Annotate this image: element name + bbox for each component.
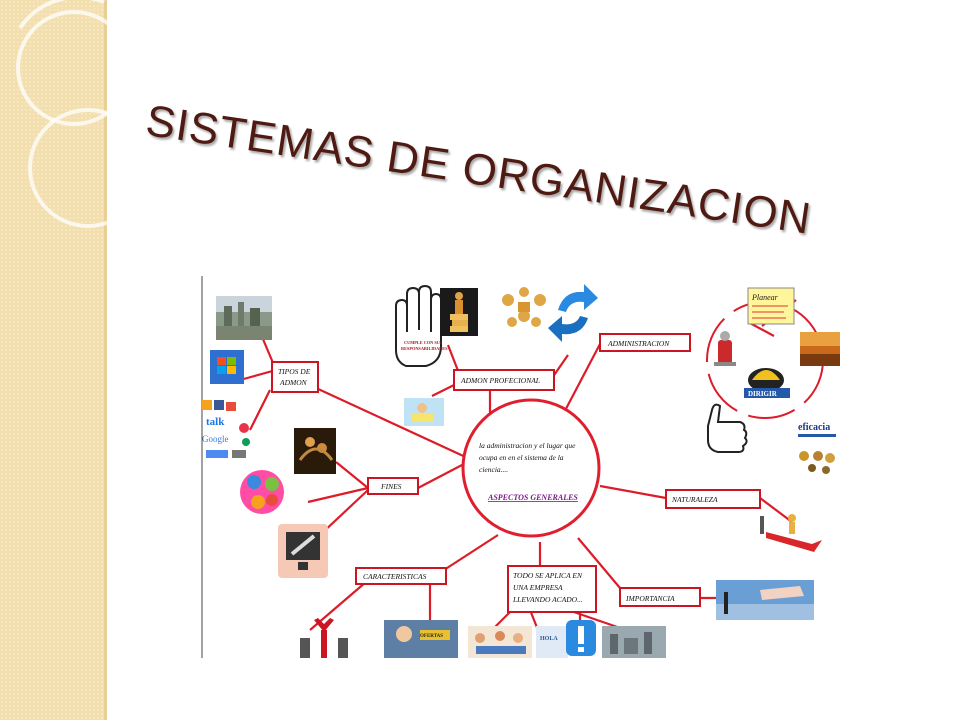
factory-photo (602, 626, 666, 658)
center-text-line-3: ciencia.... (479, 465, 508, 474)
branch-caracteristicas: CARACTERISTICAS (355, 567, 447, 585)
decorative-circles (16, 0, 130, 228)
center-text-line-1: la administracion y el lugar que (479, 441, 576, 450)
branch-naturaleza: NATURALEZA (665, 489, 761, 509)
cumple-text-line-1: CUMPLE CON SUS (404, 340, 443, 345)
svg-text:NATURALEZA: NATURALEZA (671, 495, 718, 504)
reading-child-image (404, 398, 444, 426)
reaching-hands-image (716, 580, 814, 620)
teamwork-gold-figures (502, 287, 546, 327)
sunset-landscape-image (800, 332, 840, 366)
hola-text: HOLA (540, 636, 558, 642)
eficacia-image: eficacia (798, 422, 836, 474)
svg-text:FINES: FINES (380, 482, 402, 491)
ofertas-image: OFERTAS (384, 620, 458, 658)
google-logo-text: Google (202, 434, 229, 444)
branch-administracion: ADMINISTRACION (599, 333, 691, 352)
branch-importancia: IMPORTANCIA (619, 587, 701, 607)
center-text-line-2: ocupa en en el sistema de la (479, 453, 564, 462)
branch-tipos-line-2: ADMON (279, 378, 308, 387)
blue-cycle-arrows-icon (548, 284, 598, 342)
eficacia-text: eficacia (798, 422, 830, 433)
branch-todo-se-aplica: TODO SE APLICA EN UNA EMPRESA LLEVANDO A… (507, 565, 597, 613)
branch-admon-profecional: ADMON PROFECIONAL (453, 369, 555, 391)
social-icons-collage: talk Google (202, 400, 250, 458)
control-lever-icon (714, 331, 736, 366)
dirigir-text: DIRIGIR (748, 390, 778, 398)
branch-todo-line-2: UNA EMPRESA (513, 583, 563, 592)
branch-todo-line-1: TODO SE APLICA EN (513, 571, 583, 580)
hola-speech-image: HOLA (536, 626, 568, 658)
svg-text:IMPORTANCIA: IMPORTANCIA (625, 594, 675, 603)
man-on-coins-image (440, 288, 478, 336)
svg-text:CARACTERISTICAS: CARACTERISTICAS (363, 572, 427, 581)
building-photo (216, 296, 272, 340)
arrow-businessman-image (760, 514, 822, 552)
branch-todo-line-3: LLEVANDO ACADO... (512, 595, 583, 604)
mind-map-diagram: la administracion y el lugar que ocupa e… (201, 276, 840, 658)
central-node: la administracion y el lugar que ocupa e… (461, 398, 601, 538)
slide-title: SISTEMAS DE ORGANIZACION (142, 96, 815, 244)
dirigir-icon: DIRIGIR (744, 368, 790, 398)
colorful-people-circle (240, 470, 284, 514)
windows-logo-icon (210, 350, 244, 384)
planear-note-image: Planear (747, 287, 795, 325)
monitor-tools-icon (278, 524, 328, 578)
side-divider (104, 0, 107, 720)
center-subtitle: ASPECTOS GENERALES (487, 493, 578, 502)
svg-text:ADMON PROFECIONAL: ADMON PROFECIONAL (460, 376, 540, 385)
exclamation-icon (566, 620, 596, 656)
planear-note-text: Planear (751, 293, 779, 302)
svg-text:ADMINISTRACION: ADMINISTRACION (607, 339, 670, 348)
thumbs-up-icon (707, 403, 748, 453)
branch-tipos-line-1: TIPOS DE (278, 367, 311, 376)
branch-fines: FINES (367, 477, 419, 495)
cumple-text-line-2: RESPONSABILIDADES (401, 346, 448, 351)
hand-responsibility-icon: CUMPLE CON SUS RESPONSABILIDADES (395, 284, 448, 367)
talk-logo-text: talk (206, 416, 225, 428)
branch-tipos-de-admon: TIPOS DE ADMON (271, 361, 319, 393)
ofertas-text: OFERTAS (420, 634, 443, 639)
students-group-image (468, 626, 532, 658)
worker-figures-image (300, 618, 348, 658)
rope-people-image (294, 428, 336, 474)
